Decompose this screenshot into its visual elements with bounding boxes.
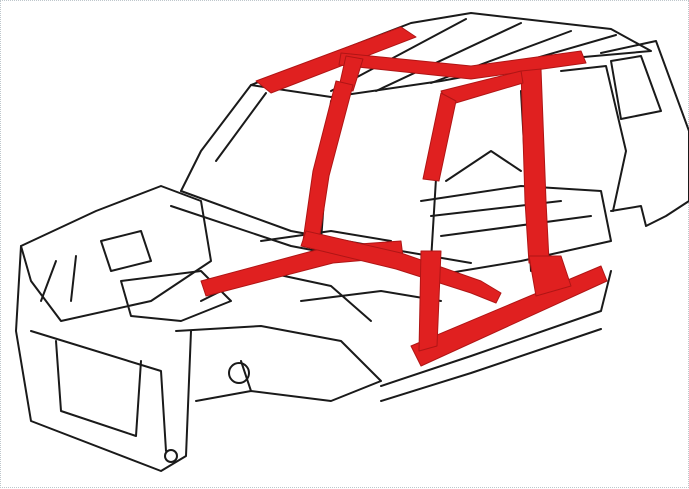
rear-quarter [600,40,689,227]
roof-panel [250,12,652,98]
radiator-support [15,245,192,472]
reinforcement-highlight [200,26,608,367]
rear-window [610,55,662,120]
front-apron [20,185,212,322]
a-pillar [180,84,252,192]
